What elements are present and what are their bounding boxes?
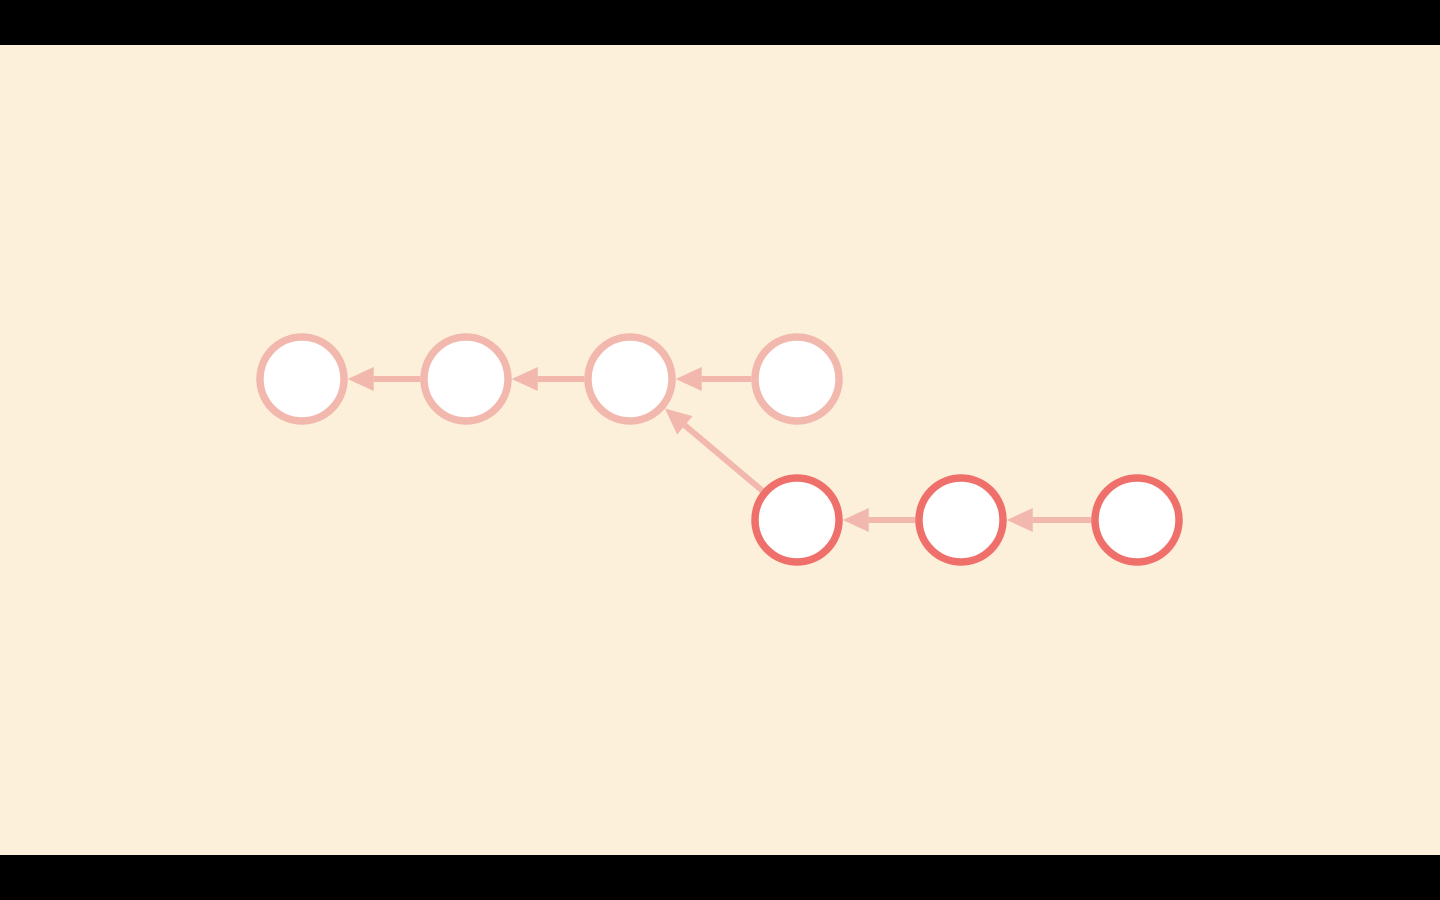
edge-arrow [347, 367, 421, 391]
edge-line [682, 422, 764, 493]
edge-arrow [675, 367, 752, 391]
letterbox-top [0, 0, 1440, 45]
edge-arrow [842, 508, 916, 532]
arrowhead [511, 367, 538, 391]
commit-node-feature-2 [915, 474, 1007, 566]
commit-node-main-2 [420, 333, 512, 425]
letterbox-bottom [0, 855, 1440, 900]
arrowhead [664, 408, 693, 435]
edge-arrow [1006, 508, 1092, 532]
edge-arrow [664, 408, 764, 493]
edges-layer [347, 367, 1092, 532]
commit-node-main-1 [256, 333, 348, 425]
canvas-background [0, 45, 1440, 855]
commit-graph [0, 45, 1440, 855]
edge-arrow [511, 367, 585, 391]
commit-node-main-3 [584, 333, 676, 425]
commit-node-feature-1 [751, 474, 843, 566]
arrowhead [842, 508, 869, 532]
arrowhead [1006, 508, 1033, 532]
arrowhead [347, 367, 374, 391]
diagram-canvas [0, 45, 1440, 855]
nodes-layer [256, 333, 1183, 566]
arrowhead [675, 367, 702, 391]
commit-node-main-4 [751, 333, 843, 425]
commit-node-feature-3 [1091, 474, 1183, 566]
